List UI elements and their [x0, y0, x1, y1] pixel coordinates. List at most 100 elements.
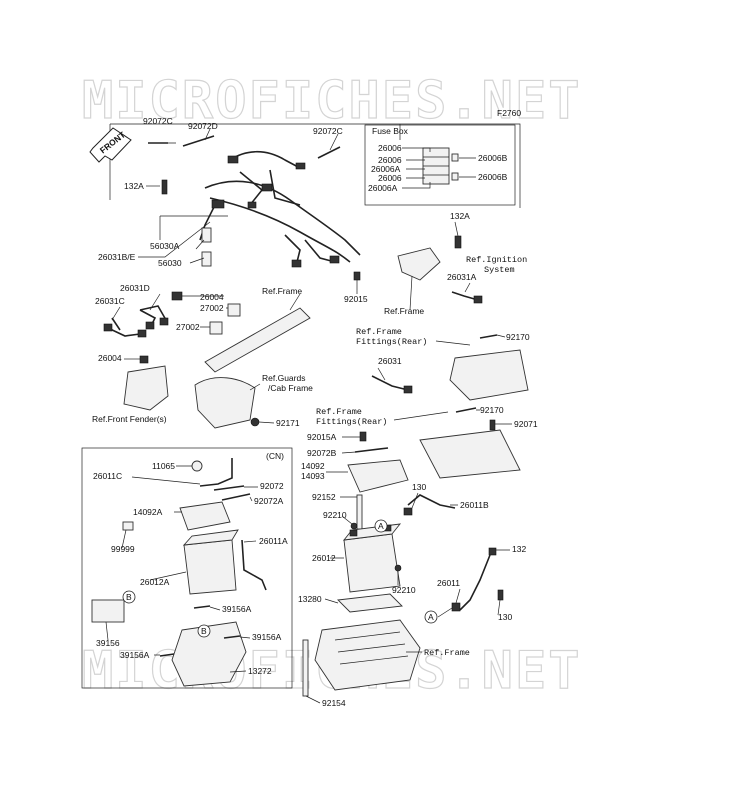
label-92210-b: 92210	[392, 585, 416, 595]
bolt-92152	[356, 494, 363, 530]
label-26004-left: 26004	[98, 353, 122, 363]
cable-26011A	[241, 539, 267, 591]
label-39156A-c: 39156A	[120, 650, 150, 660]
label-ref-frame-fit2: Ref.Frame	[316, 407, 362, 417]
label-26011C: 26011C	[93, 471, 122, 481]
battery-tray	[314, 619, 421, 691]
ignition-bracket	[397, 247, 441, 281]
connector-26004-mid	[171, 291, 183, 301]
bolt-132A-top	[161, 179, 168, 195]
battery-holder-14092A	[179, 501, 231, 531]
clip-92015	[353, 271, 361, 281]
label-cab-frame: /Cab Frame	[268, 383, 313, 393]
strap-92072C-right	[317, 146, 341, 159]
label-26006A-a: 26006A	[371, 164, 401, 174]
strap-92170-bot	[455, 407, 477, 413]
label-132: 132	[512, 544, 526, 554]
label-26031: 26031	[378, 356, 402, 366]
label-92072D: 92072D	[188, 121, 218, 131]
label-99999: 99999	[111, 544, 135, 554]
label-92015-mid: 92015	[344, 294, 368, 304]
tray-ribs	[334, 631, 409, 665]
label-26006-c: 26006	[378, 173, 402, 183]
label-92210-a: 92210	[323, 510, 347, 520]
label-39156: 39156	[96, 638, 120, 648]
circle-A-1	[374, 519, 388, 533]
grommet-92171	[250, 417, 260, 427]
battery-26012A	[182, 529, 239, 595]
label-92154: 92154	[322, 698, 346, 708]
clamp-56030	[201, 251, 212, 267]
strap-92072	[213, 485, 245, 491]
label-26031C: 26031C	[95, 296, 125, 306]
label-27002-b: 27002	[176, 322, 200, 332]
label-39156A-b: 39156A	[252, 632, 282, 642]
connector-26031A	[473, 295, 483, 304]
label-92072C-left: 92072C	[143, 116, 173, 126]
label-ref-frame-ign: Ref.Frame	[384, 306, 424, 316]
label-14092A: 14092A	[133, 507, 163, 517]
label-92015A: 92015A	[307, 432, 337, 442]
label-fittings-rear-2: Fittings(Rear)	[316, 417, 387, 427]
label-130-bot: 130	[498, 612, 512, 622]
label-26011B: 26011B	[460, 500, 489, 510]
label-92170-top: 92170	[506, 332, 530, 342]
label-39156A-a: 39156A	[222, 604, 252, 614]
cn-box-frame	[81, 447, 293, 689]
connector-26004-left	[139, 355, 149, 364]
connector-26031	[403, 385, 413, 394]
cn-box-title-text: (CN)	[266, 451, 284, 461]
battery-holder-14092	[347, 459, 409, 493]
terminal-132	[488, 547, 497, 556]
relay-27002-a	[227, 303, 241, 317]
strap-39156A-a	[193, 605, 211, 609]
frame-rail	[204, 307, 311, 373]
label-56030A: 56030A	[150, 241, 180, 251]
label-circle-A-2: A	[428, 612, 434, 622]
label-26012A: 26012A	[140, 577, 170, 587]
label-27002-a: 27002	[200, 303, 224, 313]
battery-26012	[342, 523, 402, 593]
leader-26031B-E	[138, 221, 211, 258]
label-92072C-right: 92072C	[313, 126, 343, 136]
label-ref-frame-bot: Ref.Frame	[424, 648, 470, 658]
label-26004-mid: 26004	[200, 292, 224, 302]
fuse-box-frame	[364, 124, 516, 206]
label-26006B-b: 26006B	[478, 172, 508, 182]
guard-part	[194, 377, 256, 429]
label-11065: 11065	[152, 461, 175, 471]
rear-fitting-top	[449, 349, 529, 401]
rear-fitting-bottom	[419, 429, 521, 479]
label-ref-guards: Ref.Guards	[262, 373, 305, 383]
label-26006-a: 26006	[378, 143, 402, 153]
clamp-11065	[191, 460, 203, 472]
label-92072B: 92072B	[307, 448, 337, 458]
fuse-small-2	[451, 172, 459, 181]
part-99999	[122, 521, 134, 531]
harness-26031A	[451, 291, 479, 301]
strap-39156A-b	[223, 635, 241, 639]
fuse-small-1	[451, 153, 459, 162]
clip-92015A	[359, 431, 367, 442]
leader-lines	[105, 128, 512, 704]
label-130-top: 130	[412, 482, 426, 492]
label-92071: 92071	[514, 419, 538, 429]
figure-code: F2760	[497, 108, 521, 118]
strap-92072D	[182, 135, 215, 147]
label-132A-top: 132A	[124, 181, 144, 191]
label-system: System	[484, 265, 515, 275]
cable-26011	[459, 554, 491, 611]
fuse-box-title: Fuse Box	[372, 126, 409, 136]
label-92152: 92152	[312, 492, 336, 502]
harness-26031	[371, 375, 409, 391]
terminal-26011B	[403, 507, 413, 516]
label-26006A-b: 26006A	[368, 183, 398, 193]
circle-B-1	[122, 590, 136, 604]
label-14092: 14092	[301, 461, 325, 471]
main-wire-harness	[199, 150, 361, 268]
label-circle-B-2: B	[201, 626, 207, 636]
strap-92072A	[221, 493, 251, 501]
bolt-92071	[489, 419, 496, 431]
